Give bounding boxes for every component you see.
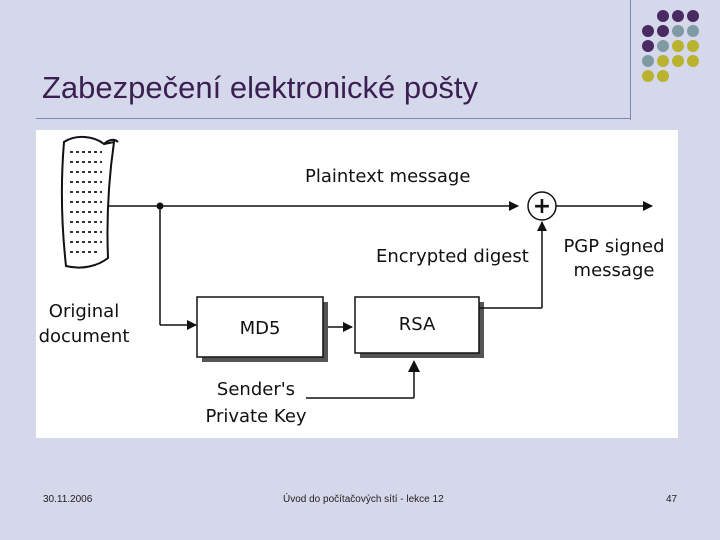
decorative-dot (657, 40, 669, 52)
decorative-dot (657, 25, 669, 37)
pgp-label-line2: message (574, 260, 655, 281)
rsa-box (354, 296, 480, 354)
plus-sign: + (533, 194, 551, 219)
decorative-dot (657, 10, 669, 22)
original-label-line2: document (39, 326, 130, 347)
decorative-dot-grid (642, 10, 699, 82)
original-label-line1: Original (49, 301, 119, 322)
footer-page-number: 47 (666, 494, 678, 505)
decorative-dot (687, 10, 699, 22)
footer-course: Úvod do počítačových sítí - lekce 12 (283, 494, 444, 505)
slide-title: Zabezpečení elektronické pošty (42, 70, 478, 105)
sender-label-line2: Private Key (205, 406, 306, 427)
title-vertical-divider (630, 0, 631, 120)
decorative-dot (657, 70, 669, 82)
decorative-dot (642, 55, 654, 67)
pgp-signing-diagram: + MD5 RSA Plaintext message Encrypted di… (36, 130, 678, 438)
document-icon (60, 136, 119, 269)
decorative-dot (672, 40, 684, 52)
plaintext-label: Plaintext message (305, 166, 470, 187)
rsa-label: RSA (399, 314, 436, 335)
decorative-dot (642, 25, 654, 37)
decorative-dot (687, 25, 699, 37)
md5-box (196, 296, 324, 358)
decorative-dot (642, 40, 654, 52)
encrypted-digest-label: Encrypted digest (376, 246, 529, 267)
decorative-dot (672, 10, 684, 22)
md5-label: MD5 (240, 318, 281, 339)
pgp-label-line1: PGP signed (563, 236, 664, 257)
footer-date: 30.11.2006 (43, 494, 93, 505)
key-arrowhead (408, 360, 420, 372)
decorative-dot (687, 55, 699, 67)
sender-label-line1: Sender's (217, 379, 295, 400)
decorative-dot (642, 70, 654, 82)
decorative-dot (657, 55, 669, 67)
title-underline (36, 118, 631, 119)
decorative-dot (672, 55, 684, 67)
decorative-dot (687, 40, 699, 52)
decorative-dot (672, 25, 684, 37)
